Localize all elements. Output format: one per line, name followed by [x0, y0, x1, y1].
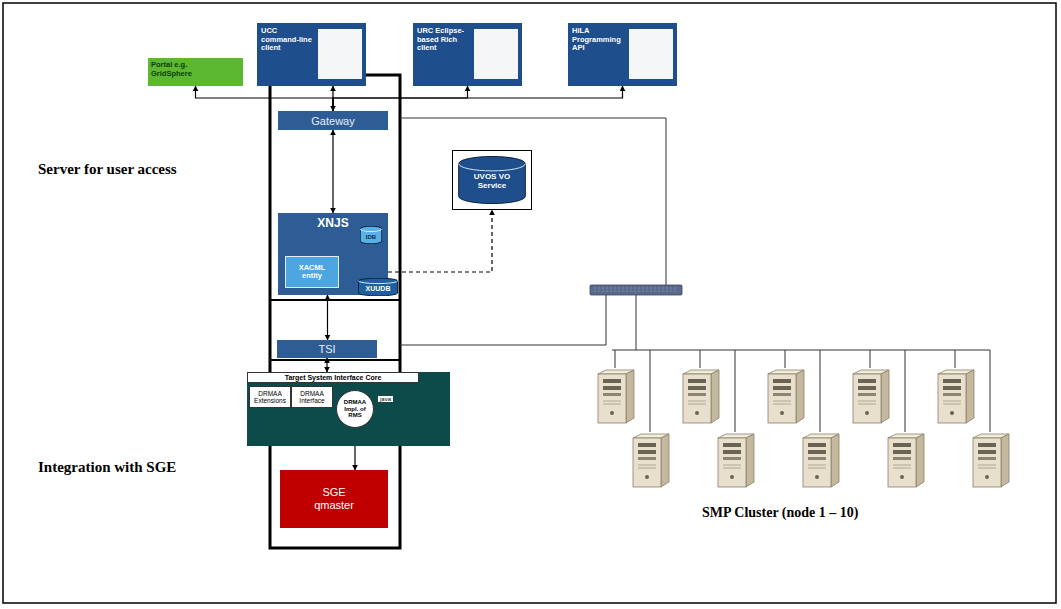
cylinder-body	[360, 226, 382, 244]
connector-arrow	[326, 358, 327, 372]
node-text: Gateway	[311, 115, 354, 127]
network-switch	[590, 285, 682, 295]
node-text: Portal e.g. GridSphere	[151, 61, 221, 78]
cluster-bus	[612, 295, 990, 350]
cluster-label: SMP Cluster (node 1 – 10)	[702, 503, 858, 521]
gateway-bar: Gateway	[278, 111, 388, 130]
portal-box: Portal e.g. GridSphere	[148, 58, 243, 86]
connector-arrow	[327, 295, 328, 340]
node-text: TSI	[318, 343, 335, 355]
node-text: URC Eclipse-based Rich client	[417, 27, 473, 53]
server-icon	[683, 370, 719, 423]
node-text: XNJS	[317, 216, 348, 230]
server-icon	[973, 434, 1009, 487]
node-text: DRMAA Extensions	[250, 390, 290, 404]
frame	[3, 3, 1056, 603]
node-text: UCC command-line client	[261, 27, 317, 53]
drmaa-box: DRMAA Extensions	[249, 386, 291, 408]
node-text: HiLA Programming API	[572, 27, 628, 53]
switch-ports	[594, 288, 678, 291]
tsi-bar: TSI	[277, 340, 377, 358]
cylinder-rim	[360, 229, 382, 232]
cylinder-body	[459, 156, 526, 203]
server-icon	[768, 370, 804, 423]
cylinder-rim	[358, 281, 397, 284]
server-icon	[633, 434, 669, 487]
cylinder-rim	[459, 164, 526, 171]
client-box: HiLA Programming API	[568, 23, 677, 86]
label-text: Server for user access	[38, 161, 177, 177]
idb-cylinder: IDB	[360, 226, 382, 244]
tsi-core-panel: Target System Interface Core java DRMAA Ex…	[247, 372, 450, 446]
node-text: DRMAA Interface	[292, 390, 332, 404]
node-text: SGE qmaster	[303, 486, 365, 512]
label-text: SMP Cluster (node 1 – 10)	[702, 505, 858, 520]
server-icon	[598, 370, 634, 423]
section-label: Server for user access	[38, 160, 177, 178]
connector-arrow	[332, 130, 333, 213]
tsi-frame	[270, 300, 400, 360]
xacml-box: XACML entity	[285, 256, 339, 288]
sge-qmaster-box: SGE qmaster	[280, 470, 388, 528]
node-wire	[615, 350, 990, 432]
node-text: XUUDB	[366, 285, 391, 292]
server-icon	[853, 370, 889, 423]
node-text: DRMAA Impl. of RMS	[340, 399, 370, 418]
node-text: IDB	[366, 234, 376, 240]
connector-arrow	[333, 86, 623, 111]
server-icon	[888, 434, 924, 487]
xuudb-cylinder: XUUDB	[358, 278, 398, 296]
drmaa-box: DRMAA Interface	[291, 386, 333, 408]
node-text: Target System Interface Core	[247, 372, 419, 383]
cylinder-body	[358, 278, 397, 296]
network-wire	[400, 295, 606, 345]
node-text: XACML entity	[289, 264, 335, 281]
server-icon	[718, 434, 754, 487]
node-note: java	[378, 396, 393, 402]
server-box	[270, 75, 400, 548]
server-icon	[803, 434, 839, 487]
node-text: UVOS VO Service	[470, 173, 514, 191]
client-box: URC Eclipse-based Rich client	[413, 23, 522, 86]
drmaa-impl-circle: DRMAA Impl. of RMS	[336, 390, 374, 428]
section-label: Integration with SGE	[38, 458, 176, 476]
network-wire	[400, 118, 666, 285]
label-text: Integration with SGE	[38, 459, 176, 475]
connector-arrow	[196, 86, 334, 111]
uvos-service-box: UVOS VO Service	[452, 150, 532, 210]
server-icon	[938, 370, 974, 423]
client-box: UCC command-line client	[257, 23, 366, 86]
